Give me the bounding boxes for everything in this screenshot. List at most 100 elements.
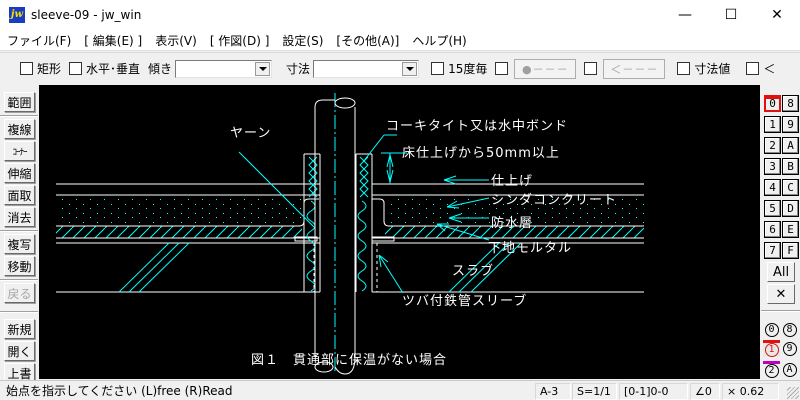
layer-4-button[interactable]: 4 (764, 179, 781, 196)
layer-2-button[interactable]: 2 (764, 137, 781, 154)
arrow-option: ＜－－－ (584, 58, 666, 79)
tilt-combobox[interactable] (175, 59, 273, 78)
menu-file[interactable]: ファイル(F) (7, 33, 72, 48)
tool-erase[interactable]: 消去 (4, 207, 35, 227)
rect-checkbox[interactable] (20, 62, 33, 75)
arrow-line-button[interactable]: ＜－－－ (603, 58, 666, 79)
group-a-button[interactable]: A (781, 361, 798, 378)
chevron-down-icon[interactable] (255, 61, 271, 76)
tool-undo[interactable]: 戻る (4, 283, 35, 303)
group-0-label: 0 (764, 322, 779, 337)
dim-combobox[interactable] (313, 59, 420, 78)
layer-e-button[interactable]: E (782, 221, 799, 238)
arrow-checkbox[interactable] (584, 62, 598, 75)
label-mortar: 下地モルタル (488, 241, 573, 256)
menu-settings[interactable]: 設定(S) (282, 33, 324, 48)
group-a-label: A (782, 362, 797, 377)
label-waterproof: 防水層 (491, 216, 534, 231)
app-icon: jw (9, 7, 25, 23)
sleeve-detail-drawing (56, 93, 644, 375)
status-bar: 始点を指示してください (L)free (R)Read A-3 S=1/1 [0… (0, 380, 800, 400)
tool-stretch[interactable]: 伸縮 (4, 163, 35, 183)
layer-c-button[interactable]: C (782, 179, 799, 196)
layer-8-button[interactable]: 8 (782, 95, 799, 112)
every15-checkbox[interactable] (431, 62, 445, 75)
hv-label: 水平･垂直 (86, 62, 141, 76)
angle-button[interactable]: ∠0 (690, 383, 720, 400)
title-bar: jw sleeve-09 - jw_win — ☐ ✕ (0, 0, 800, 30)
dim-option: 寸法 (286, 59, 420, 78)
lt-label: ＜ (763, 62, 776, 76)
hv-option[interactable]: 水平･垂直 (69, 60, 140, 77)
layer-clear-button[interactable]: ✕ (767, 284, 795, 304)
menu-other[interactable]: [その他(A)] (336, 33, 400, 48)
window-title: sleeve-09 - jw_win (31, 8, 142, 22)
minimize-button[interactable]: — (678, 7, 692, 23)
layer-9-button[interactable]: 9 (782, 116, 799, 133)
close-button[interactable]: ✕ (771, 7, 783, 23)
chevron-down-icon[interactable] (402, 61, 418, 76)
label-above-floor: 床仕上げから50mm以上 (402, 146, 560, 161)
layer-0-button[interactable]: 0 (764, 95, 781, 112)
divider (0, 311, 38, 313)
group-1-button[interactable]: 1 (763, 340, 780, 357)
tool-new[interactable]: 新規 (4, 319, 35, 339)
drawing-canvas[interactable]: ヤーン コーキタイト又は水中ボンド 床仕上げから50mm以上 仕上げ シンダコン… (39, 85, 760, 379)
resize-grip-icon[interactable] (787, 387, 799, 399)
layer-status-button[interactable]: [0-1]0-0 (619, 383, 688, 400)
divider (0, 279, 38, 281)
menu-edit[interactable]: [ 編集(E) ] (84, 33, 143, 48)
group-0-button[interactable]: 0 (763, 321, 780, 338)
group-9-button[interactable]: 9 (781, 340, 798, 357)
layer-5-button[interactable]: 5 (764, 200, 781, 217)
layer-6-button[interactable]: 6 (764, 221, 781, 238)
tool-copy[interactable]: 複写 (4, 234, 35, 254)
scale-button[interactable]: S=1/1 (572, 383, 617, 400)
tool-offset[interactable]: 複線 (4, 119, 35, 139)
layer-f-button[interactable]: F (782, 242, 799, 259)
lt-checkbox[interactable] (746, 62, 760, 75)
layer-7-button[interactable]: 7 (764, 242, 781, 259)
group-2-button[interactable]: 2 (763, 361, 780, 378)
rect-option[interactable]: 矩形 (20, 60, 61, 77)
dimval-checkbox[interactable] (677, 62, 691, 75)
group-9-label: 9 (782, 341, 797, 356)
point-line-button[interactable]: ●－－－ (514, 58, 577, 79)
menu-draw[interactable]: [ 作図(D) ] (209, 33, 270, 48)
label-sleeve: ツバ付鉄管スリーブ (402, 294, 528, 309)
group-8-button[interactable]: 8 (781, 321, 798, 338)
tool-move[interactable]: 移動 (4, 256, 35, 276)
label-yarn: ヤーン (230, 126, 272, 141)
label-finish: 仕上げ (491, 174, 534, 189)
status-message: 始点を指示してください (L)free (R)Read (6, 384, 233, 398)
layer-all-button[interactable]: All (767, 262, 795, 282)
line-toolbar: 矩形 水平･垂直 傾き 寸法 15度毎 ●－－－ ＜－－－ 寸法値 ＜ (0, 52, 800, 84)
layer-b-button[interactable]: B (782, 158, 799, 175)
tilt-label: 傾き (148, 62, 173, 76)
paper-size-button[interactable]: A-3 (535, 383, 571, 400)
layer-3-button[interactable]: 3 (764, 158, 781, 175)
tool-chamfer[interactable]: 面取 (4, 185, 35, 205)
label-slab: スラブ (452, 264, 495, 279)
menu-view[interactable]: 表示(V) (155, 33, 197, 48)
dimval-option[interactable]: 寸法値 (677, 60, 730, 77)
group-8-label: 8 (782, 322, 797, 337)
lt-option[interactable]: ＜ (746, 60, 775, 77)
menu-help[interactable]: ヘルプ(H) (412, 33, 467, 48)
every15-label: 15度毎 (448, 62, 488, 76)
point-checkbox[interactable] (495, 62, 509, 75)
zoom-button[interactable]: × 0.62 (722, 383, 779, 400)
hv-checkbox[interactable] (69, 62, 83, 75)
layer-a-button[interactable]: A (782, 137, 799, 154)
layer-d-button[interactable]: D (782, 200, 799, 217)
divider (0, 230, 38, 232)
tool-open[interactable]: 開く (4, 341, 35, 361)
layer-panel: 0 8 1 9 2 A 3 B 4 C 5 D 6 E 7 F All ✕ 0 … (761, 85, 800, 379)
maximize-button[interactable]: ☐ (724, 7, 738, 23)
tool-corner[interactable]: ｺｰﾅｰ (4, 141, 35, 161)
layer-1-button[interactable]: 1 (764, 116, 781, 133)
tool-range[interactable]: 範囲 (4, 92, 35, 112)
every15-option[interactable]: 15度毎 (431, 60, 487, 77)
window-controls: — ☐ ✕ (662, 0, 800, 30)
tool-overwrite[interactable]: 上書 (4, 363, 35, 383)
